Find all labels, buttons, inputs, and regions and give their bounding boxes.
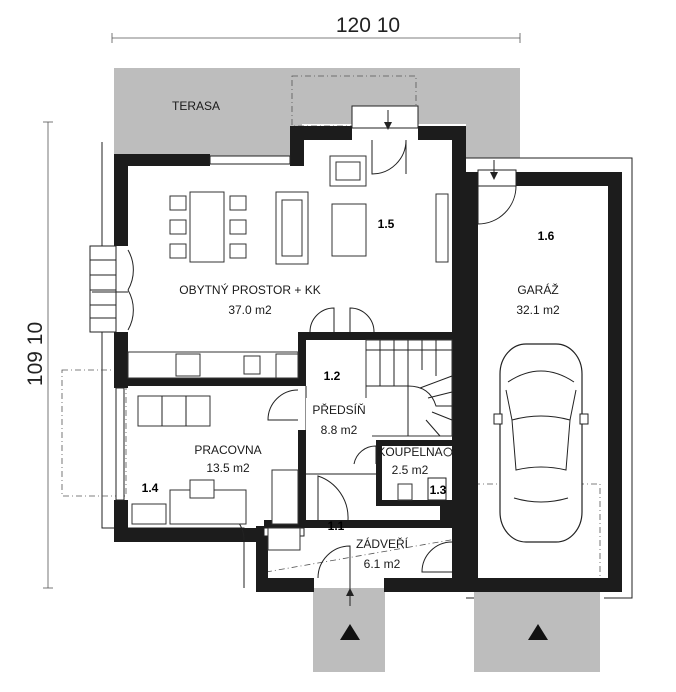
room-number-1-6: 1.6 <box>538 229 555 243</box>
garage-arrow-icon <box>528 624 548 640</box>
car-icon <box>493 343 589 543</box>
room-number-1-5: 1.5 <box>378 217 395 231</box>
room-number-1-4: 1.4 <box>142 481 159 495</box>
room-name-bath: KOUPELNA <box>377 445 442 459</box>
doors <box>89 105 517 604</box>
dimension-width-label: 120 10 <box>336 14 400 37</box>
room-name-hall: PŘEDSÍŇ <box>312 402 365 417</box>
room-area-living: 37.0 m2 <box>228 303 272 317</box>
dimension-width: 120 10 <box>111 14 521 43</box>
terrace-label: TERASA <box>172 99 220 113</box>
entry-bench <box>267 527 301 551</box>
bath-fixtures <box>397 447 453 501</box>
room-name-living: OBYTNÝ PROSTOR + KK <box>179 282 320 297</box>
room-area-bath: 2.5 m2 <box>392 463 429 477</box>
dimension-height-label: 109 10 <box>24 322 47 386</box>
room-name-garage: GARÁŽ <box>517 282 558 297</box>
furniture-living <box>127 155 449 379</box>
entry-arrow-icon <box>340 624 360 640</box>
room-area-vestibule: 6.1 m2 <box>364 557 401 571</box>
dimension-height: 109 10 <box>24 121 53 589</box>
arrows <box>92 110 548 640</box>
room-number-1-1: 1.1 <box>328 519 345 533</box>
room-name-vestibule: ZÁDVEŘÍ <box>356 536 409 551</box>
projection-diagonal <box>265 537 463 573</box>
room-area-hall: 8.8 m2 <box>321 423 358 437</box>
room-name-study: PRACOVNA <box>194 443 261 457</box>
room-number-1-3: 1.3 <box>430 483 447 497</box>
walls <box>114 126 622 592</box>
projection-study <box>61 369 127 497</box>
room-number-1-2: 1.2 <box>324 369 341 383</box>
hall-label-bg <box>306 398 372 438</box>
room-area-study: 13.5 m2 <box>206 461 250 475</box>
furniture-study <box>131 395 299 525</box>
staircase <box>365 339 453 437</box>
room-area-garage: 32.1 m2 <box>516 303 560 317</box>
terrace-area <box>114 68 520 158</box>
